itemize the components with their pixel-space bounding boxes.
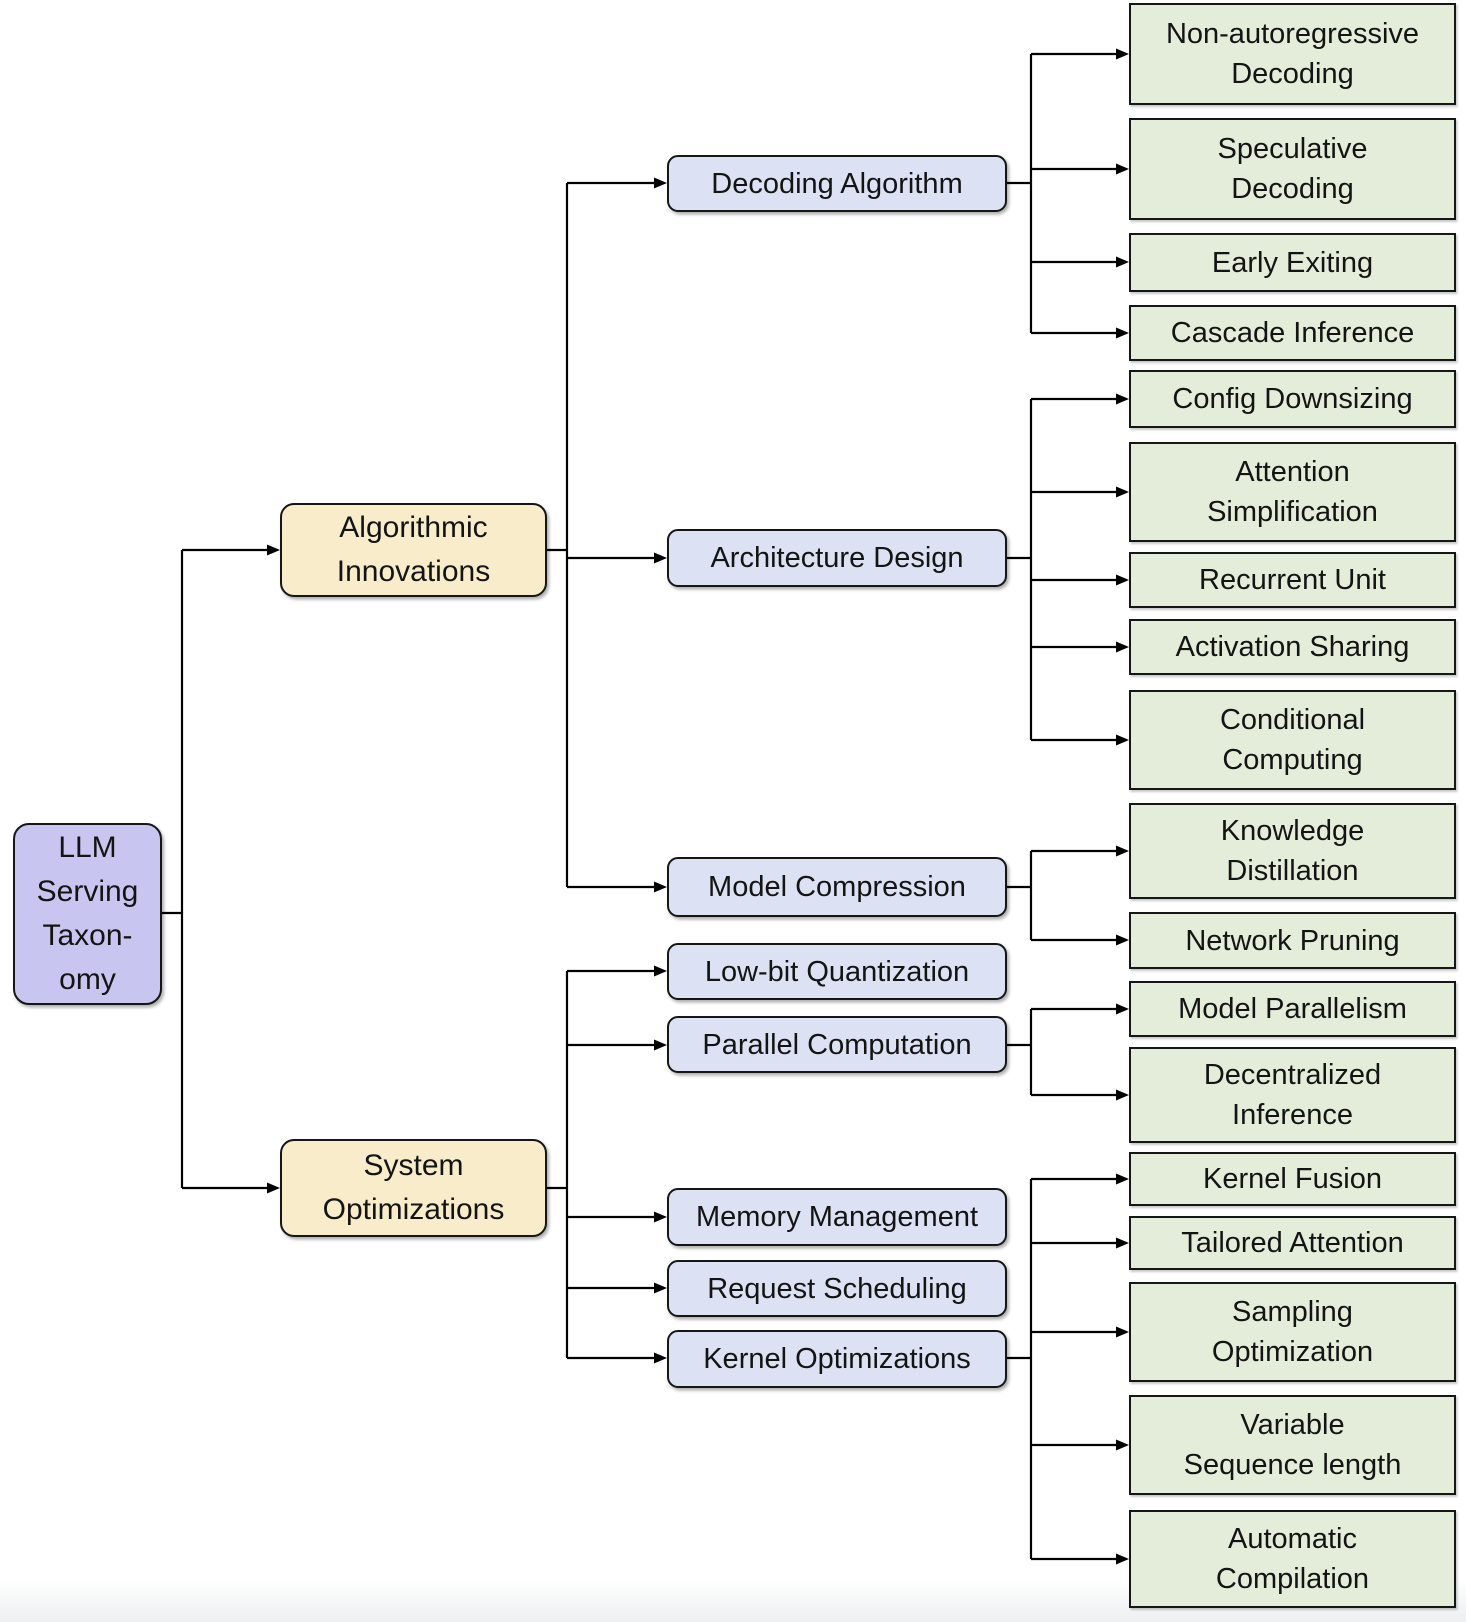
arrow-icon <box>267 544 280 556</box>
node-llm-serving-taxonomy: LLM Serving Taxon- omy <box>13 823 162 1005</box>
arrowheads <box>267 48 1129 1565</box>
node-model-parallelism: Model Parallelism <box>1129 981 1456 1037</box>
arrow-icon <box>654 552 667 564</box>
arrow-icon <box>654 1211 667 1223</box>
arrow-icon <box>654 881 667 893</box>
node-decoding-algorithm: Decoding Algorithm <box>667 155 1007 212</box>
node-activation-sharing: Activation Sharing <box>1129 619 1456 675</box>
node-system-optimizations: System Optimizations <box>280 1139 547 1237</box>
arrow-icon <box>1116 256 1129 268</box>
arrow-icon <box>1116 486 1129 498</box>
arrow-icon <box>654 965 667 977</box>
node-conditional-computing: Conditional Computing <box>1129 690 1456 790</box>
node-network-pruning: Network Pruning <box>1129 912 1456 969</box>
node-parallel-computation: Parallel Computation <box>667 1016 1007 1073</box>
node-cascade-inference: Cascade Inference <box>1129 305 1456 361</box>
arrow-icon <box>1116 1553 1129 1565</box>
node-low-bit-quantization: Low-bit Quantization <box>667 943 1007 1000</box>
arrow-icon <box>1116 934 1129 946</box>
edge-parallel <box>1007 1007 1118 1097</box>
edge-kernel <box>1007 1177 1118 1561</box>
node-architecture-design: Architecture Design <box>667 529 1007 587</box>
arrow-icon <box>267 1182 280 1194</box>
arrow-icon <box>1116 574 1129 586</box>
arrow-icon <box>1116 1326 1129 1338</box>
node-memory-management: Memory Management <box>667 1188 1007 1246</box>
node-decentralized-inference: Decentralized Inference <box>1129 1047 1456 1143</box>
edge-algorithmic <box>547 181 656 889</box>
node-speculative-decoding: Speculative Decoding <box>1129 118 1456 220</box>
arrow-icon <box>1116 845 1129 857</box>
node-request-scheduling: Request Scheduling <box>667 1260 1007 1317</box>
edge-architecture <box>1007 397 1118 742</box>
arrow-icon <box>1116 1173 1129 1185</box>
arrow-icon <box>1116 734 1129 746</box>
node-attention-simplification: Attention Simplification <box>1129 442 1456 542</box>
edge-root <box>162 548 269 1190</box>
arrow-icon <box>1116 327 1129 339</box>
edge-system <box>547 969 656 1360</box>
node-tailored-attention: Tailored Attention <box>1129 1216 1456 1270</box>
arrow-icon <box>1116 48 1129 60</box>
edge-decoding <box>1007 52 1118 335</box>
node-kernel-fusion: Kernel Fusion <box>1129 1152 1456 1206</box>
node-sampling-optimization: Sampling Optimization <box>1129 1282 1456 1382</box>
arrow-icon <box>1116 641 1129 653</box>
node-model-compression: Model Compression <box>667 857 1007 917</box>
node-non-autoregressive-decoding: Non-autoregressive Decoding <box>1129 3 1456 105</box>
node-algorithmic-innovations: Algorithmic Innovations <box>280 503 547 597</box>
tree-edges <box>162 52 1118 1561</box>
arrow-icon <box>1116 163 1129 175</box>
arrow-icon <box>1116 1089 1129 1101</box>
node-config-downsizing: Config Downsizing <box>1129 370 1456 428</box>
arrow-icon <box>654 1282 667 1294</box>
arrow-icon <box>654 1352 667 1364</box>
arrow-icon <box>1116 1439 1129 1451</box>
arrow-icon <box>1116 1003 1129 1015</box>
arrow-icon <box>1116 393 1129 405</box>
arrow-icon <box>654 1039 667 1051</box>
node-knowledge-distillation: Knowledge Distillation <box>1129 803 1456 899</box>
node-early-exiting: Early Exiting <box>1129 233 1456 292</box>
edge-compression <box>1007 849 1118 942</box>
arrow-icon <box>654 177 667 189</box>
node-kernel-optimizations: Kernel Optimizations <box>667 1330 1007 1388</box>
node-variable-sequence-length: Variable Sequence length <box>1129 1395 1456 1495</box>
arrow-icon <box>1116 1237 1129 1249</box>
node-automatic-compilation: Automatic Compilation <box>1129 1510 1456 1608</box>
node-recurrent-unit: Recurrent Unit <box>1129 552 1456 608</box>
